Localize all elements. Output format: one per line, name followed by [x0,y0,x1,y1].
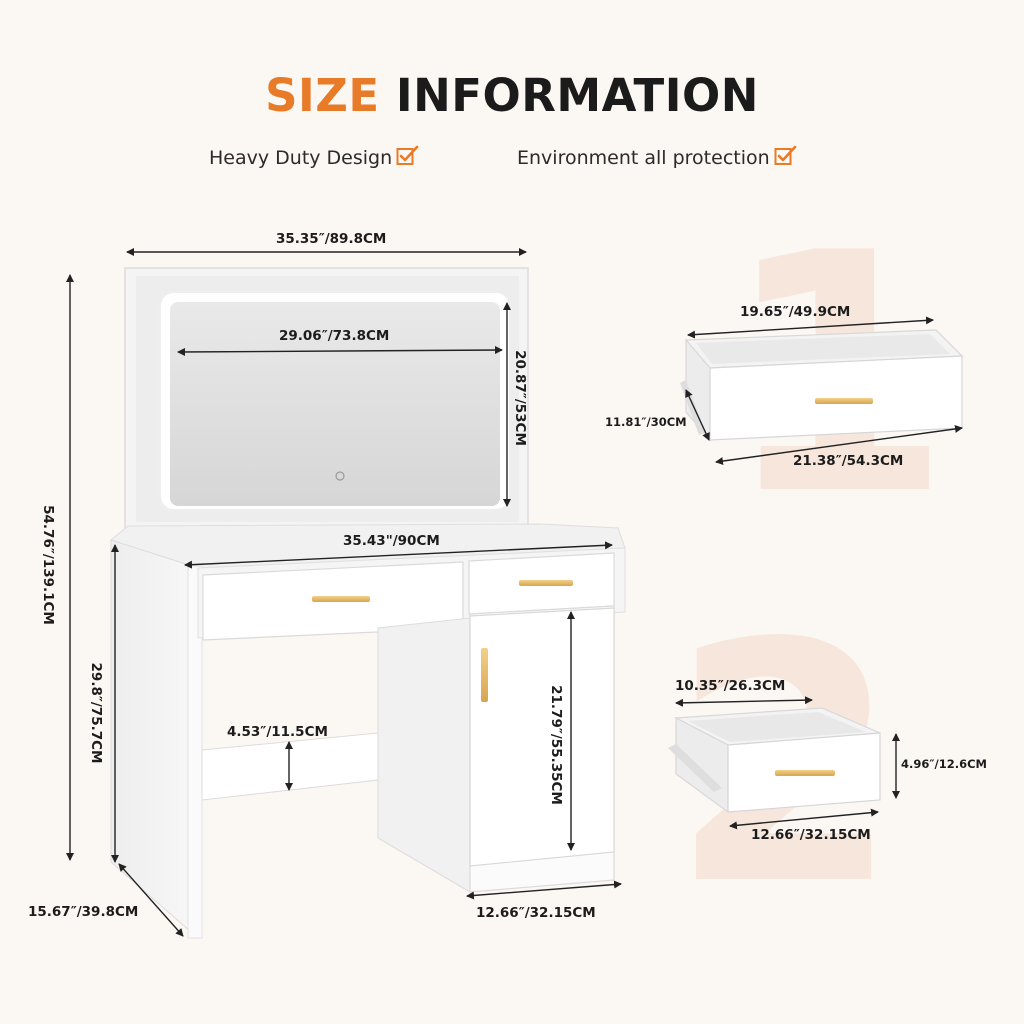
drawer-handle [519,580,573,586]
drawer2-inner-width-label: 10.35″/26.3CM [675,678,786,694]
drawer2-height-label: 4.96″/12.6CM [901,757,987,771]
door-handle [481,648,488,702]
title-accent: SIZE [265,69,380,122]
drawer-handle [312,596,370,602]
drawer1-depth-label: 11.81″/30CM [605,415,687,429]
cabinet-door [469,607,615,867]
door-height-label: 21.79″/55.35CM [548,685,564,805]
mirror [124,267,529,531]
depth-label: 15.67″/39.8CM [28,904,139,920]
checkbox-check-icon [774,145,796,165]
drawer1-outer-width-label: 21.38″/54.3CM [793,453,904,469]
drawer-handle [815,398,873,404]
page-title: SIZE INFORMATION [0,66,1024,126]
drawer-handle [775,770,835,776]
bar-height-label: 4.53″/11.5CM [227,724,328,740]
desk-height-label: 29.8″/75.7CM [88,662,104,764]
drawer-1 [680,329,964,442]
mirror-width-label: 29.06″/73.8CM [279,328,390,344]
mirror-height-label: 20.87″/53CM [512,350,528,446]
touch-button-icon [335,471,345,481]
total-height-label: 54.76″/139.1CM [40,505,56,625]
drawer1-inner-width-label: 19.65″/49.9CM [740,304,851,320]
feature-heavy-duty: Heavy Duty Design [209,143,420,173]
checkbox-check-icon [396,145,419,165]
feature-environment: Environment all protection [517,143,798,173]
title-rest: INFORMATION [379,69,759,122]
drawer2-outer-width-label: 12.66″/32.15CM [751,827,871,843]
mirror-frame-width-label: 35.35″/89.8CM [276,231,387,247]
feature-label: Heavy Duty Design [209,147,393,169]
feature-label: Environment all protection [517,147,770,169]
drawer-2 [668,707,881,814]
cabinet-width-label: 12.66″/32.15CM [476,905,596,921]
top-width-label: 35.43"/90CM [343,533,440,549]
